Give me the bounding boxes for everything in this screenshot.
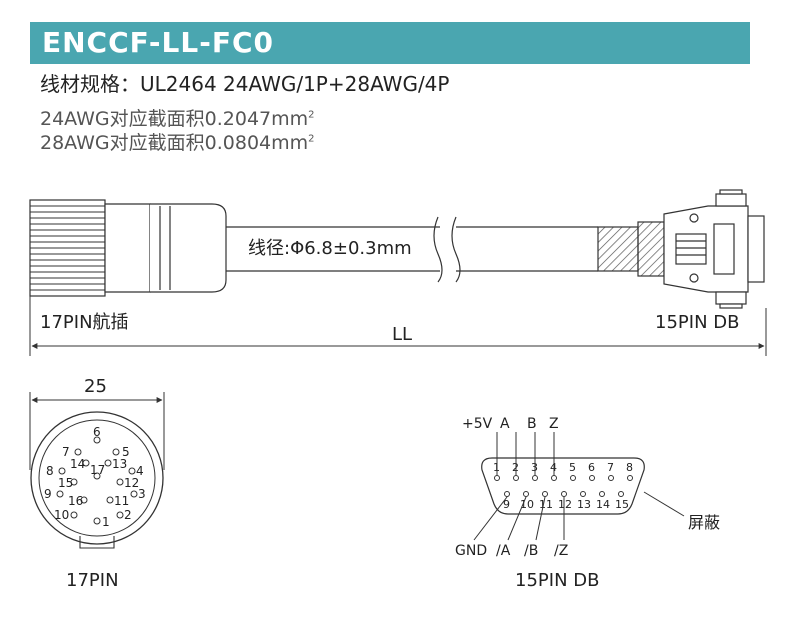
db15-face (481, 457, 645, 515)
shield-label: 屏蔽 (688, 513, 720, 532)
db-pin-9: 9 (503, 491, 510, 511)
db-pin-8: 8 (626, 461, 633, 481)
pin-2: 2 (116, 508, 132, 522)
title-bar: ENCCF-LL-FC0 (30, 22, 750, 64)
pin-10: 10 (54, 508, 78, 522)
svg-text:8: 8 (626, 461, 633, 474)
db-pin-14: 14 (596, 491, 610, 511)
db-bottom-signals: GND /A /B /Z (455, 543, 568, 559)
pin-9: 9 (44, 487, 64, 501)
pin-16: 16 (68, 494, 88, 508)
db-top-pins: 1 2 3 4 5 6 7 8 (493, 461, 633, 481)
svg-text:10: 10 (520, 498, 534, 511)
length-label: LL (392, 324, 412, 345)
db-pin-15: 15 (615, 491, 629, 511)
db-pin-5: 5 (569, 461, 576, 481)
db-pin-12: 12 (558, 491, 572, 511)
awg28-area: 28AWG对应截面积0.0804mm2 (40, 128, 315, 155)
svg-text:12: 12 (124, 476, 139, 490)
svg-text:8: 8 (46, 464, 54, 478)
pin-3: 3 (130, 487, 146, 501)
svg-text:7: 7 (62, 445, 70, 459)
circular-pins: 6 7 5 14 13 8 17 4 15 12 9 3 16 11 10 2 … (44, 425, 146, 529)
pin-7: 7 (62, 445, 82, 459)
svg-text:14: 14 (596, 498, 610, 511)
svg-text:7: 7 (607, 461, 614, 474)
db-pin-6: 6 (588, 461, 595, 481)
width-label: 25 (84, 376, 107, 397)
svg-text:1: 1 (102, 515, 110, 529)
pin-11: 11 (106, 494, 129, 508)
pin-15: 15 (58, 476, 78, 490)
awg28-superscript: 2 (308, 133, 315, 145)
signal-z: Z (549, 416, 559, 432)
svg-text:17: 17 (90, 463, 105, 477)
pin-1: 1 (93, 515, 110, 529)
svg-text:15: 15 (615, 498, 629, 511)
circular-caption: 17PIN (66, 570, 119, 591)
pin-5: 5 (112, 445, 130, 459)
aviation-plug-label: 17PIN航插 (40, 312, 129, 333)
svg-text:6: 6 (588, 461, 595, 474)
awg24-area: 24AWG对应截面积0.2047mm2 (40, 104, 315, 131)
db15-connector-side (663, 189, 765, 309)
signal-z-bar: /Z (554, 543, 568, 559)
svg-text:13: 13 (577, 498, 591, 511)
db-connector-label: 15PIN DB (655, 312, 739, 333)
pin-14: 14 (70, 457, 90, 471)
db-pin-11: 11 (539, 491, 553, 511)
length-dimension (29, 296, 767, 356)
awg24-area-text: 24AWG对应截面积0.2047mm (40, 108, 309, 130)
svg-text:2: 2 (124, 508, 132, 522)
pin-6: 6 (93, 425, 101, 444)
awg28-area-text: 28AWG对应截面积0.0804mm (40, 132, 309, 154)
svg-text:9: 9 (44, 487, 52, 501)
svg-text:5: 5 (569, 461, 576, 474)
wire-spec: 线材规格：UL2464 24AWG/1P+28AWG/4P (40, 72, 450, 96)
svg-text:5: 5 (122, 445, 130, 459)
pin-4: 4 (128, 464, 144, 478)
pin-8: 8 (46, 464, 66, 478)
svg-text:11: 11 (539, 498, 553, 511)
svg-text:3: 3 (138, 487, 146, 501)
cable-diameter-label: 线径:Φ6.8±0.3mm (248, 238, 412, 259)
signal-gnd: GND (455, 543, 487, 559)
svg-text:10: 10 (54, 508, 69, 522)
pin-17: 17 (90, 463, 105, 480)
svg-text:13: 13 (112, 457, 127, 471)
db-pin-13: 13 (577, 491, 591, 511)
cable-body (226, 216, 665, 283)
svg-text:4: 4 (136, 464, 144, 478)
svg-text:11: 11 (114, 494, 129, 508)
db-pin-7: 7 (607, 461, 614, 481)
pin-12: 12 (116, 476, 139, 490)
db-bottom-pins: 9 10 11 12 13 14 15 (503, 491, 629, 511)
width-dimension (29, 392, 165, 470)
svg-text:12: 12 (558, 498, 572, 511)
signal-b: B (527, 416, 537, 432)
signal-a: A (500, 416, 510, 432)
db-pin-10: 10 (520, 491, 534, 511)
svg-text:14: 14 (70, 457, 85, 471)
db-caption: 15PIN DB (515, 570, 599, 591)
svg-text:15: 15 (58, 476, 73, 490)
db-top-signals: +5V A B Z (462, 416, 559, 432)
signal-5v: +5V (462, 416, 493, 432)
awg24-superscript: 2 (308, 109, 315, 121)
aviation-plug-17pin (29, 199, 227, 297)
signal-a-bar: /A (496, 543, 511, 559)
signal-b-bar: /B (524, 543, 538, 559)
svg-text:6: 6 (93, 425, 101, 439)
circular-connector-face (30, 411, 164, 549)
svg-text:16: 16 (68, 494, 83, 508)
svg-text:9: 9 (503, 498, 510, 511)
pin-13: 13 (104, 457, 127, 471)
signal-leaders (473, 432, 685, 541)
product-title: ENCCF-LL-FC0 (42, 26, 275, 59)
